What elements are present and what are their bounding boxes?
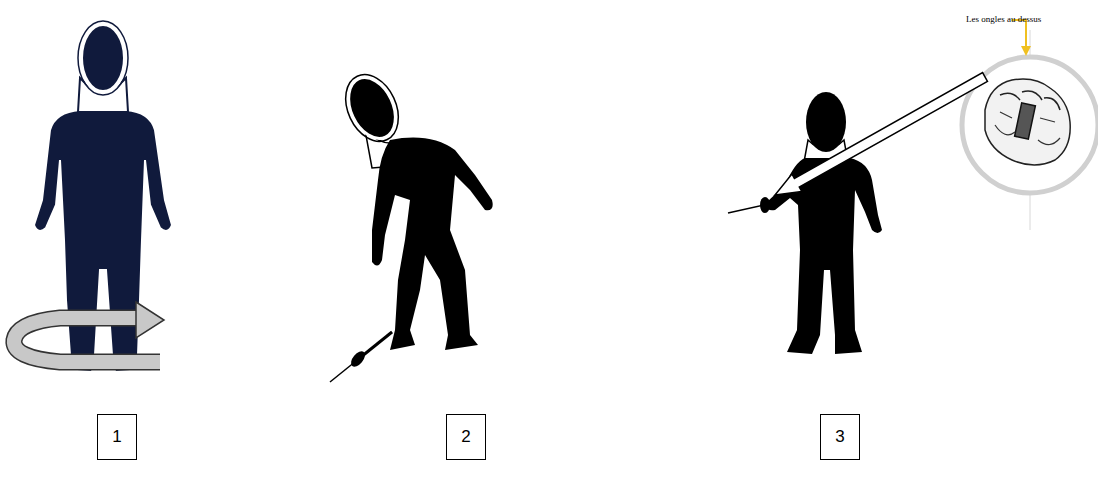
mask-outline — [78, 21, 128, 95]
number-box: 2 — [446, 414, 486, 460]
hand-shading — [995, 112, 1060, 145]
fencer-turning — [14, 21, 172, 372]
fencing-mask — [339, 70, 404, 146]
mask-outline — [335, 66, 408, 150]
pointer-head — [1021, 46, 1031, 56]
grip-sketch — [1015, 103, 1036, 139]
weapon-guard — [348, 349, 367, 369]
fencer-body — [34, 110, 172, 372]
annotation-text: Les ongles au dessus — [966, 14, 1041, 24]
number-box: 1 — [97, 414, 137, 460]
weapon-blade — [330, 332, 392, 382]
grip-inset — [962, 20, 1098, 230]
fencing-mask — [806, 92, 846, 152]
fencing-mask — [81, 24, 125, 92]
callout-number: 2 — [461, 427, 470, 447]
rotation-arrow-head — [136, 302, 164, 338]
callout-number: 3 — [835, 427, 844, 447]
hand-sketch — [985, 79, 1070, 165]
fencer-body — [372, 138, 493, 350]
callout-number: 1 — [112, 427, 121, 447]
pointer-line — [1012, 20, 1026, 48]
number-box: 3 — [820, 414, 860, 460]
pointer-arrow — [775, 73, 988, 195]
fencer-holding — [728, 92, 882, 354]
weapon-guard — [760, 197, 770, 213]
fencer-bending — [330, 66, 493, 382]
